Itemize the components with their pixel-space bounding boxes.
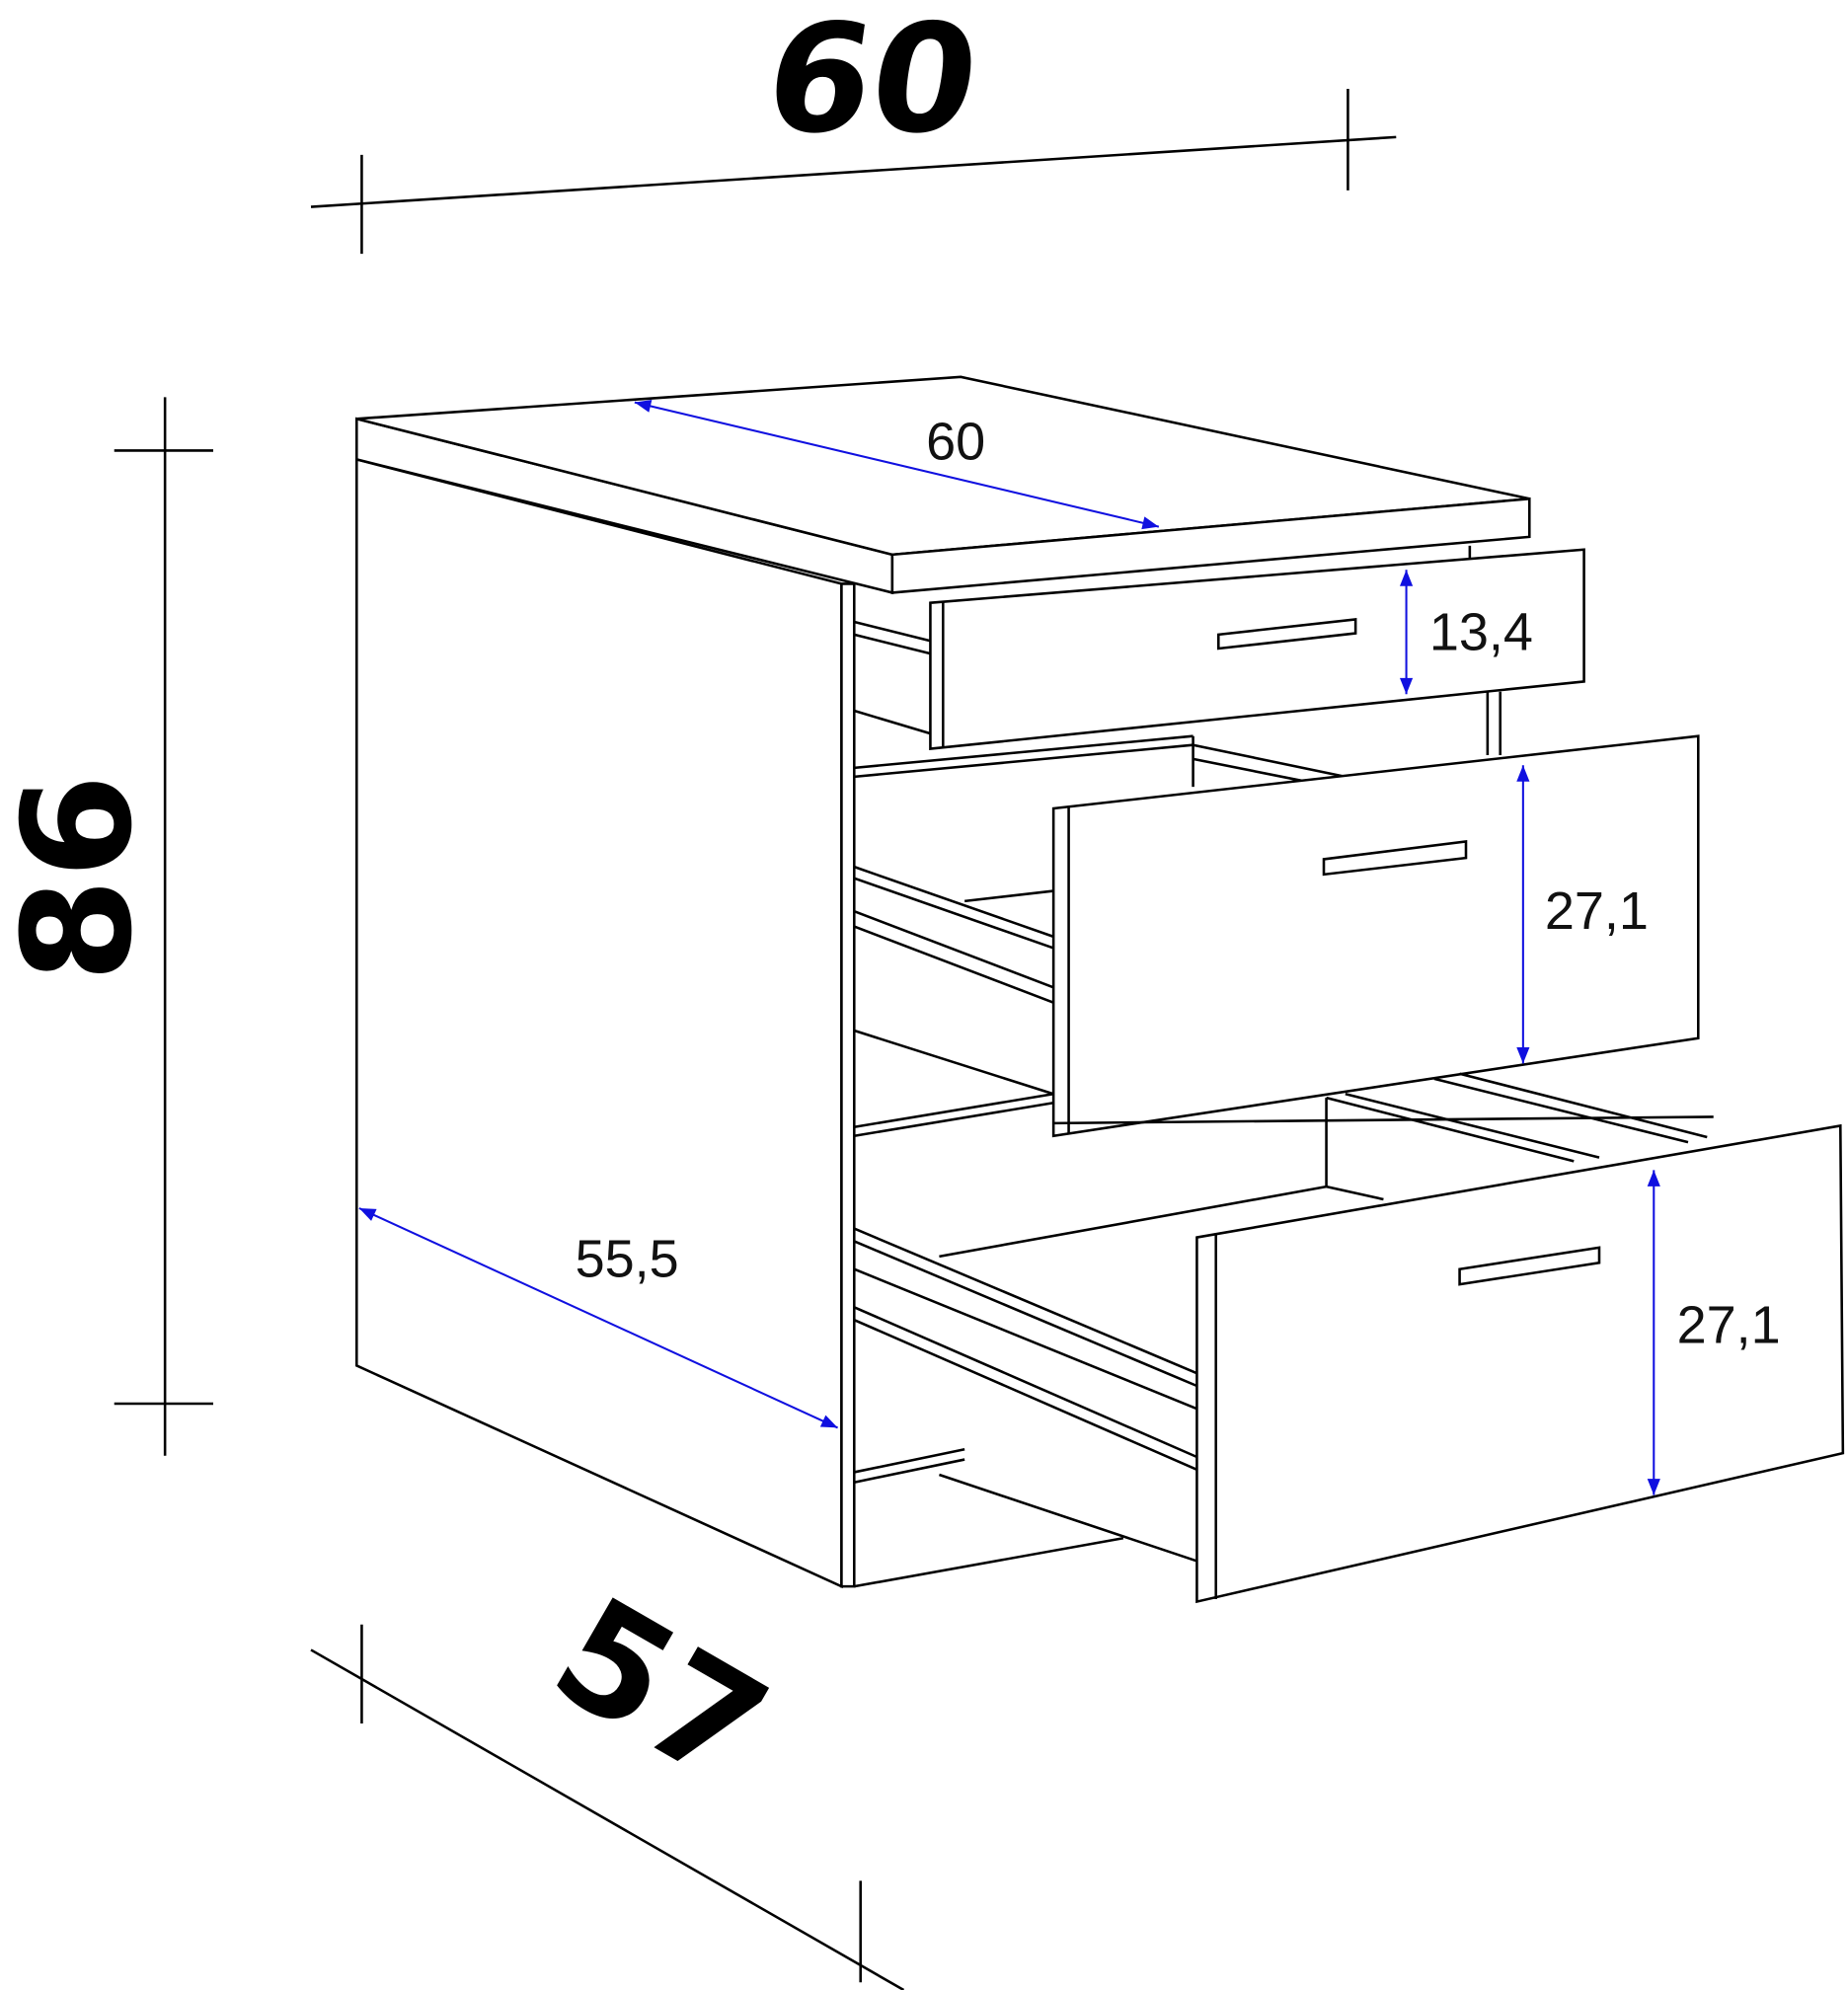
- height-dimension: 86: [0, 397, 214, 1456]
- width-label: 60: [756, 0, 989, 166]
- depth-dimension: 57: [310, 1564, 905, 1990]
- drawer-handle: [1458, 1246, 1601, 1286]
- bottom-drawer-height-dimension: 27,1: [1647, 1170, 1781, 1495]
- middle-drawer: [853, 734, 1700, 1138]
- worktop-width-dimension: 60: [634, 399, 1160, 530]
- top-drawer: [853, 548, 1585, 750]
- width-dimension: 60: [310, 0, 1397, 255]
- drawer-handle: [1217, 617, 1357, 651]
- side-panel: [355, 457, 843, 1589]
- bottom-drawer-height-label: 27,1: [1677, 1295, 1781, 1354]
- top-drawer-height-label: 13,4: [1429, 602, 1533, 661]
- middle-drawer-height-dimension: 27,1: [1516, 765, 1649, 1064]
- drawer-handle: [1322, 839, 1468, 877]
- worktop-width-label: 60: [926, 412, 985, 471]
- side-depth-label: 55,5: [576, 1229, 679, 1288]
- top-drawer-height-dimension: 13,4: [1399, 570, 1533, 695]
- side-panel-edge: [840, 582, 856, 1588]
- depth-label: 57: [526, 1564, 794, 1819]
- height-label: 86: [0, 774, 165, 982]
- middle-drawer-height-label: 27,1: [1545, 881, 1649, 941]
- side-depth-dimension: 55,5: [358, 1207, 839, 1429]
- bottom-drawer: [853, 1072, 1845, 1604]
